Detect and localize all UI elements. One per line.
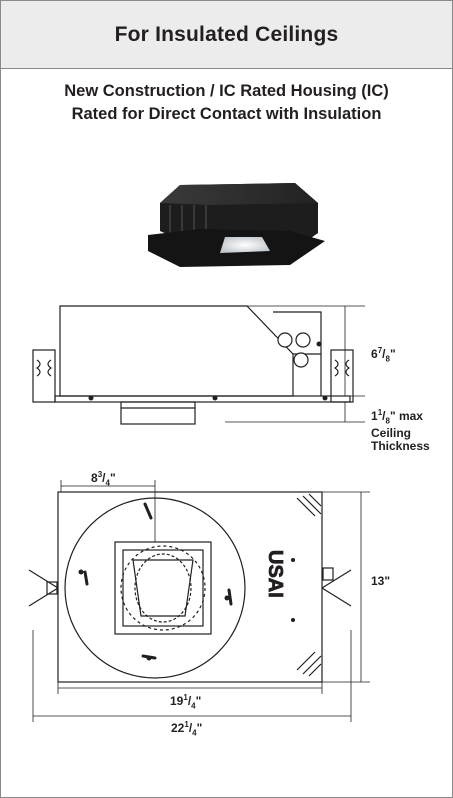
ceiling-line-3: Thickness	[371, 439, 430, 454]
ceiling-line-1: 11/8" max	[371, 408, 423, 426]
height-den: 8	[385, 354, 390, 364]
aperture-den: 4	[105, 478, 110, 488]
ceiling-num: 1	[377, 408, 383, 417]
length-whole: 19	[170, 694, 184, 708]
width-dimension: 13"	[371, 574, 391, 588]
ceiling-whole: 1	[371, 409, 378, 423]
aperture-dimension: 83/4"	[91, 470, 116, 488]
ceiling-den: 8	[385, 416, 390, 426]
section-title: For Insulated Ceilings	[114, 22, 339, 46]
section-header: For Insulated Ceilings	[1, 1, 452, 69]
subtitle: New Construction / IC Rated Housing (IC)…	[0, 80, 453, 126]
overall-suffix: "	[196, 721, 203, 735]
overall-den: 4	[192, 728, 197, 738]
brand-logo-text: USAI	[264, 550, 286, 598]
overall-whole: 22	[171, 721, 185, 735]
plan-view-drawing: USAI	[28, 480, 370, 722]
length-den: 4	[191, 701, 196, 711]
overall-dimension: 221/4"	[171, 720, 203, 738]
height-suffix: "	[389, 347, 396, 361]
ceiling-line-2: Ceiling	[371, 426, 412, 441]
length-num: 1	[183, 693, 188, 702]
height-whole: 6	[371, 347, 378, 361]
height-num: 7	[377, 346, 383, 355]
overall-num: 1	[184, 720, 189, 729]
side-elevation-drawing	[32, 305, 365, 425]
height-dimension: 67/8"	[371, 346, 396, 364]
length-suffix: "	[195, 694, 202, 708]
subtitle-line-1: New Construction / IC Rated Housing (IC)	[64, 82, 389, 100]
ceiling-suffix: " max	[389, 409, 423, 423]
aperture-num: 3	[97, 470, 103, 479]
housing-product-image	[148, 183, 325, 267]
ceiling-thickness-note: 11/8" max Ceiling Thickness	[371, 406, 430, 453]
subtitle-line-2: Rated for Direct Contact with Insulation	[71, 105, 382, 123]
length-dimension: 191/4"	[170, 693, 202, 711]
aperture-suffix: "	[109, 471, 116, 485]
aperture-whole: 8	[91, 471, 98, 485]
